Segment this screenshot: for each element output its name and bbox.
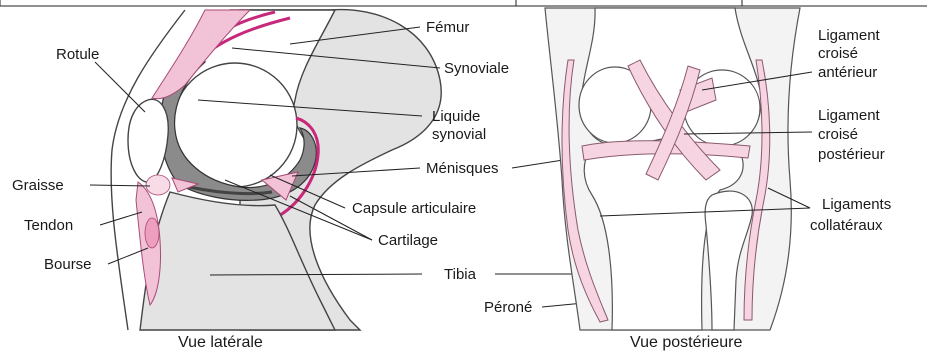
label-perone: Péroné: [484, 299, 532, 316]
bursa: [145, 218, 159, 248]
label-lcp-line1: Ligament: [818, 107, 881, 124]
label-collateraux-line1: Ligaments: [822, 196, 891, 213]
table-border: [0, 0, 927, 6]
label-tendon: Tendon: [24, 217, 73, 234]
caption-lateral: Vue latérale: [178, 334, 263, 351]
label-collateraux-line2: collatéraux: [810, 217, 883, 234]
label-lca-line2: croisé: [818, 45, 858, 62]
label-synoviale: Synoviale: [444, 60, 509, 77]
infrapatellar-fat: [146, 175, 170, 195]
label-femur: Fémur: [426, 19, 469, 36]
posterior-view-illustration: [545, 8, 800, 330]
label-lca-line3: antérieur: [818, 64, 877, 81]
label-capsule: Capsule articulaire: [352, 200, 476, 217]
label-tibia: Tibia: [444, 266, 477, 283]
label-lcp-line3: postérieur: [818, 146, 885, 163]
label-bourse: Bourse: [44, 256, 92, 273]
label-menisques: Ménisques: [426, 160, 499, 177]
label-liquide: Liquide: [432, 108, 480, 125]
label-graisse: Graisse: [12, 177, 64, 194]
label-lcp-line2: croisé: [818, 126, 858, 143]
caption-posterior: Vue postérieure: [630, 334, 742, 351]
label-lca-line1: Ligament: [818, 27, 881, 44]
label-rotule: Rotule: [56, 46, 99, 63]
label-synovial: synovial: [432, 126, 486, 143]
label-cartilage: Cartilage: [378, 232, 438, 249]
patella: [128, 99, 168, 182]
